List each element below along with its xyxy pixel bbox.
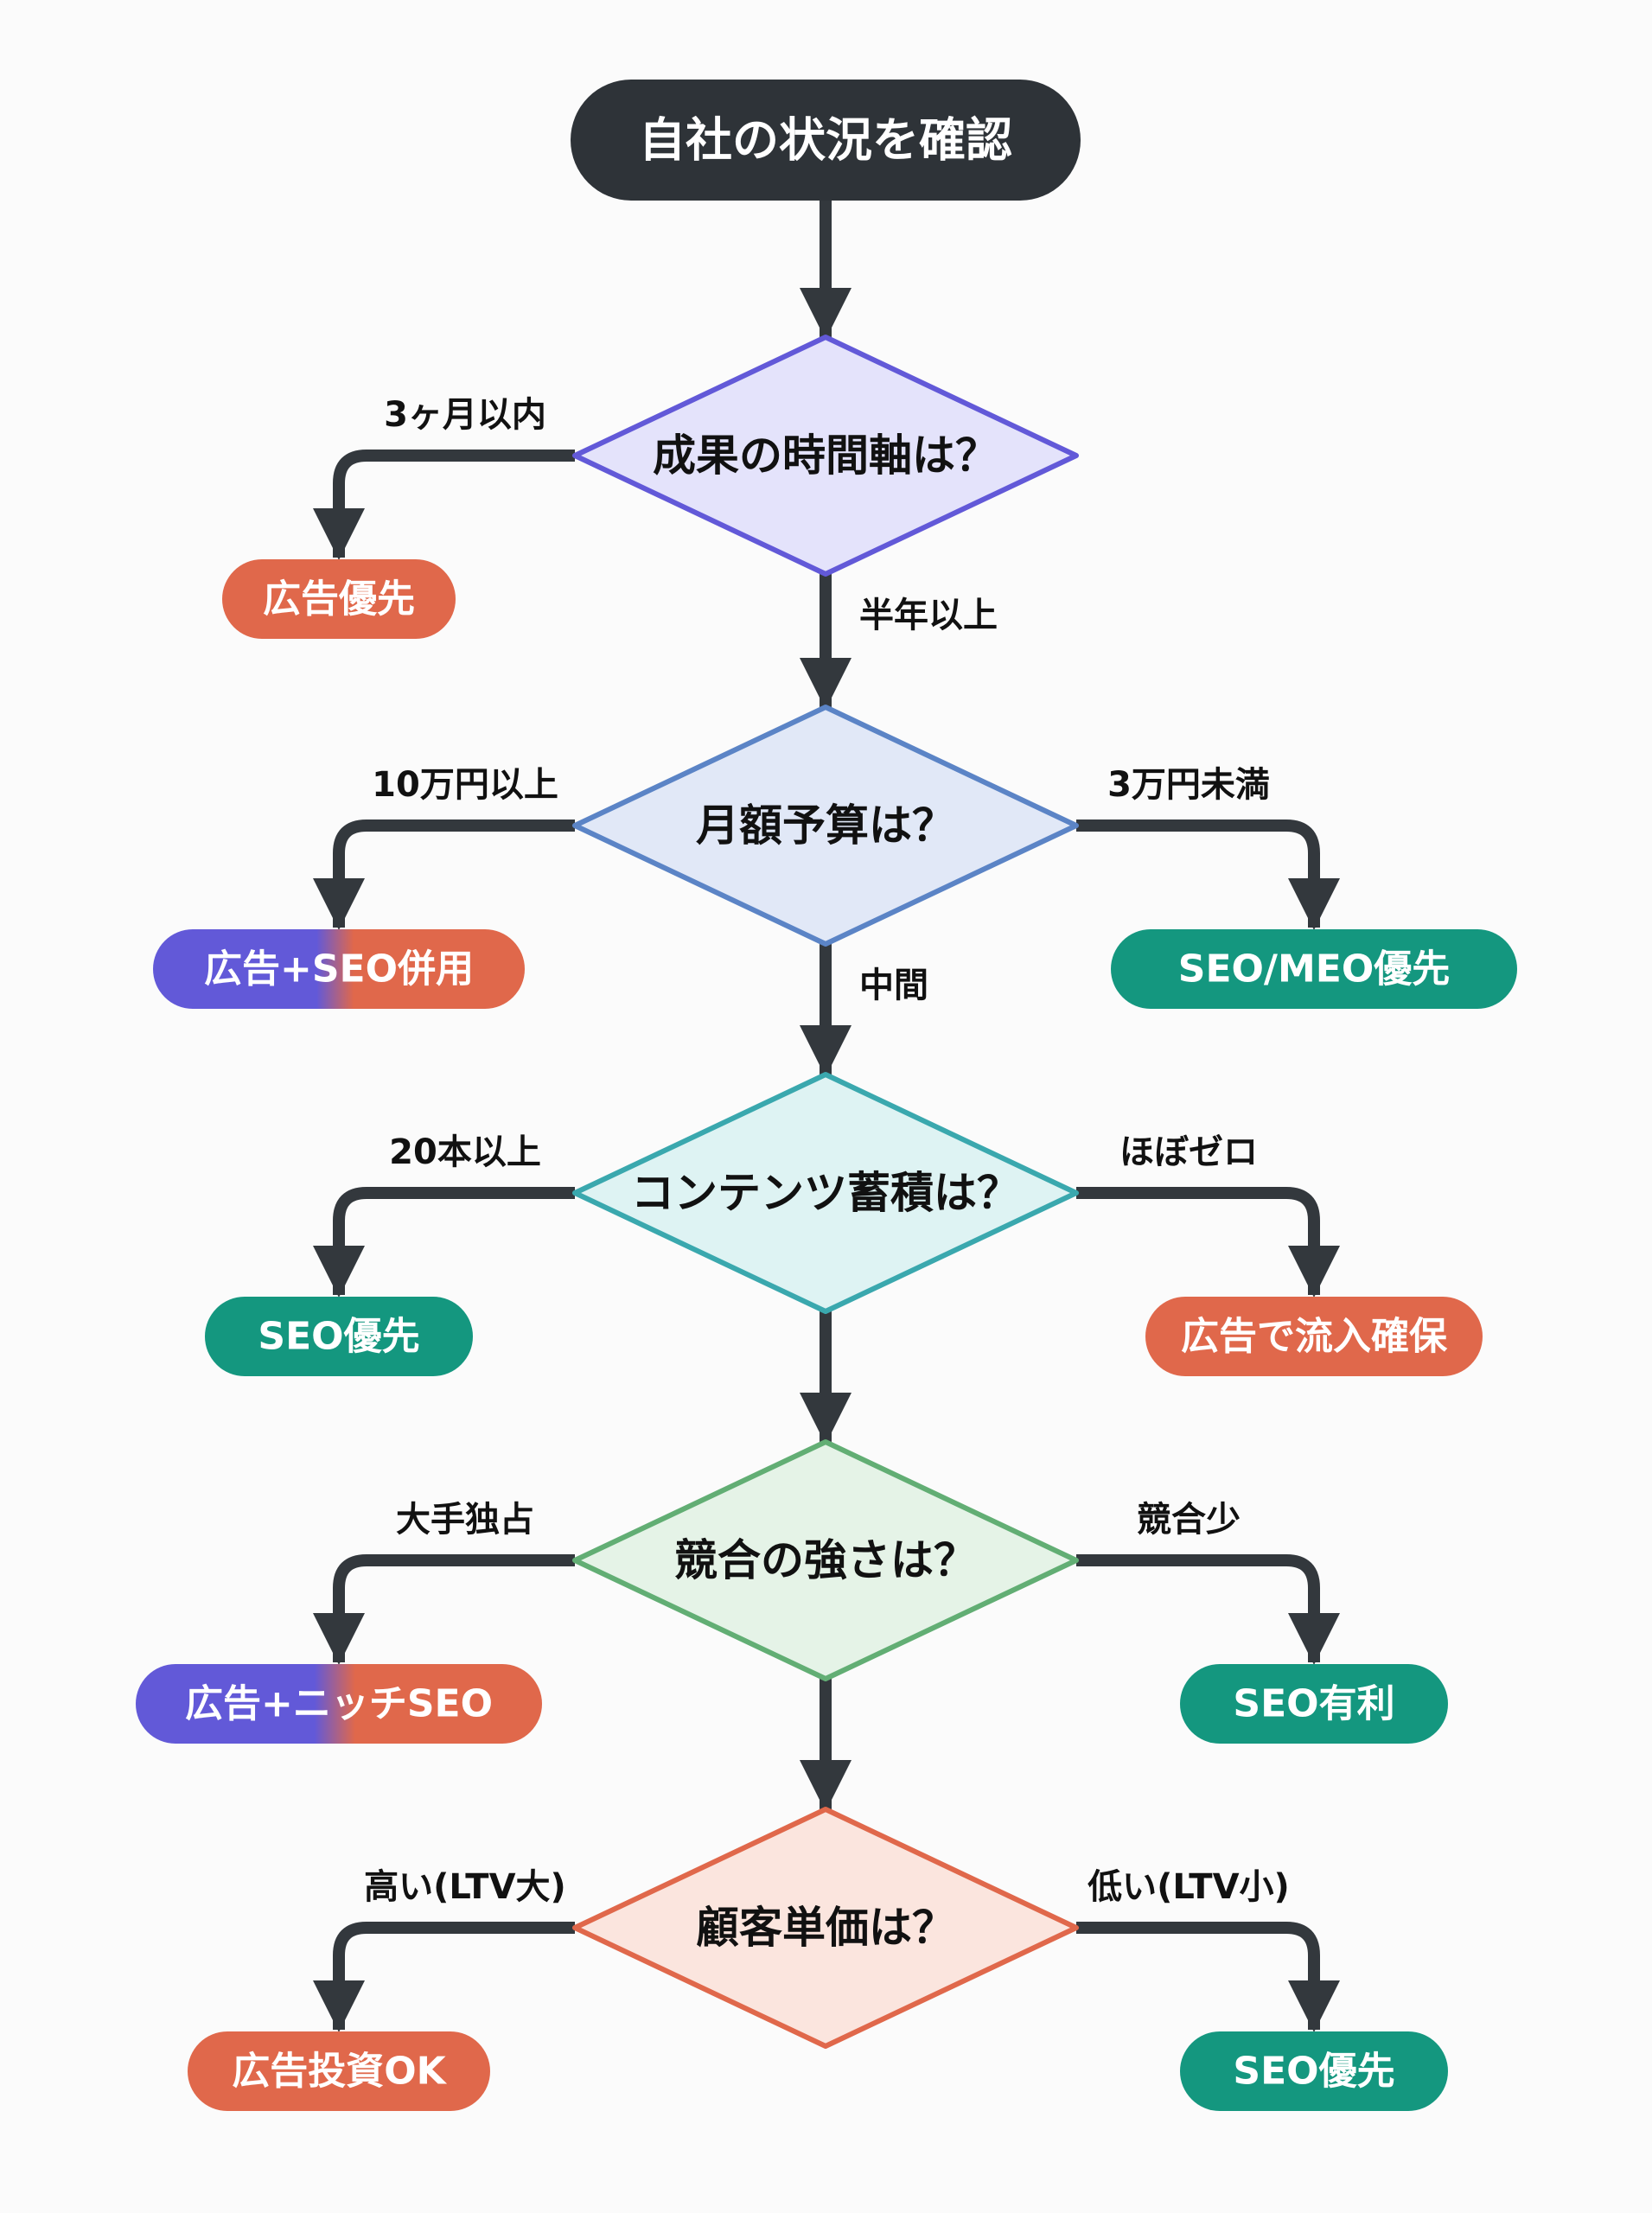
- decision-label-3: コンテンツ蓄積は？: [631, 1168, 1020, 1218]
- decision-diamond-1: [572, 335, 1079, 577]
- decision-label-2: 月額予算は？: [696, 800, 955, 851]
- outcome-left-1-label: 広告優先: [263, 577, 415, 622]
- outcome-right-5: [1180, 2031, 1448, 2111]
- branch-label-right-3: ほぼゼロ: [1119, 1132, 1258, 1172]
- outcome-left-5-label: 広告投資OK: [232, 2050, 447, 2094]
- outcome-right-4: [1180, 1664, 1448, 1744]
- branch-label-left-4: 大手独占: [396, 1500, 534, 1540]
- start-node-label: 自社の状況を確認: [639, 113, 1012, 168]
- connector-right-4: [1076, 1554, 1340, 1665]
- connector-left-3: [313, 1187, 575, 1298]
- outcome-right-4-label: SEO有利: [1233, 1682, 1394, 1726]
- branch-label-left-5: 高い(LTV大): [364, 1867, 566, 1907]
- outcome-left-1: [222, 559, 456, 639]
- outcome-right-3: [1145, 1297, 1483, 1376]
- outcome-left-5: [188, 2031, 490, 2111]
- outcome-left-3: [205, 1297, 473, 1376]
- decision-label-5: 顧客単価は？: [696, 1903, 955, 1953]
- outcome-right-3-label: 広告で流入確保: [1181, 1315, 1448, 1359]
- branch-label-down-1: 半年以上: [859, 596, 998, 635]
- outcome-left-4-label: 広告+ニッチSEO: [185, 1682, 493, 1726]
- branch-label-right-5: 低い(LTV小): [1088, 1867, 1290, 1907]
- connector-left-2: [313, 820, 575, 930]
- decision-diamond-5: [572, 1807, 1079, 2049]
- connector-right-5: [1076, 1922, 1340, 2032]
- start-node: [571, 80, 1081, 201]
- outcome-left-2-label: 広告+SEO併用: [204, 947, 474, 992]
- outcome-right-5-label: SEO優先: [1233, 2050, 1394, 2094]
- connector-left-4: [313, 1554, 575, 1665]
- branch-label-right-2: 3万円未満: [1107, 765, 1270, 805]
- outcome-right-2: [1111, 929, 1517, 1009]
- decision-diamond-4: [572, 1439, 1079, 1681]
- decision-label-1: 成果の時間軸は？: [653, 430, 998, 481]
- connector-right-3: [1076, 1187, 1340, 1298]
- connectors: [313, 201, 1340, 2032]
- outcome-left-3-label: SEO優先: [258, 1315, 419, 1359]
- branch-label-down-2: 中間: [859, 966, 928, 1005]
- branch-label-right-4: 競合少: [1137, 1500, 1241, 1540]
- connector-left-1: [313, 450, 575, 560]
- outcome-left-2: [153, 929, 525, 1009]
- decision-diamond-2: [572, 705, 1079, 947]
- outcome-left-4: [136, 1664, 542, 1744]
- decision-label-4: 競合の強さは？: [674, 1535, 977, 1585]
- branch-label-left-3: 20本以上: [389, 1132, 541, 1172]
- branch-label-left-1: 3ヶ月以内: [384, 395, 546, 435]
- connector-right-2: [1076, 820, 1340, 930]
- connector-left-5: [313, 1922, 575, 2032]
- branch-label-left-2: 10万円以上: [372, 765, 558, 805]
- decision-diamond-3: [572, 1072, 1079, 1314]
- outcome-right-2-label: SEO/MEO優先: [1178, 947, 1450, 992]
